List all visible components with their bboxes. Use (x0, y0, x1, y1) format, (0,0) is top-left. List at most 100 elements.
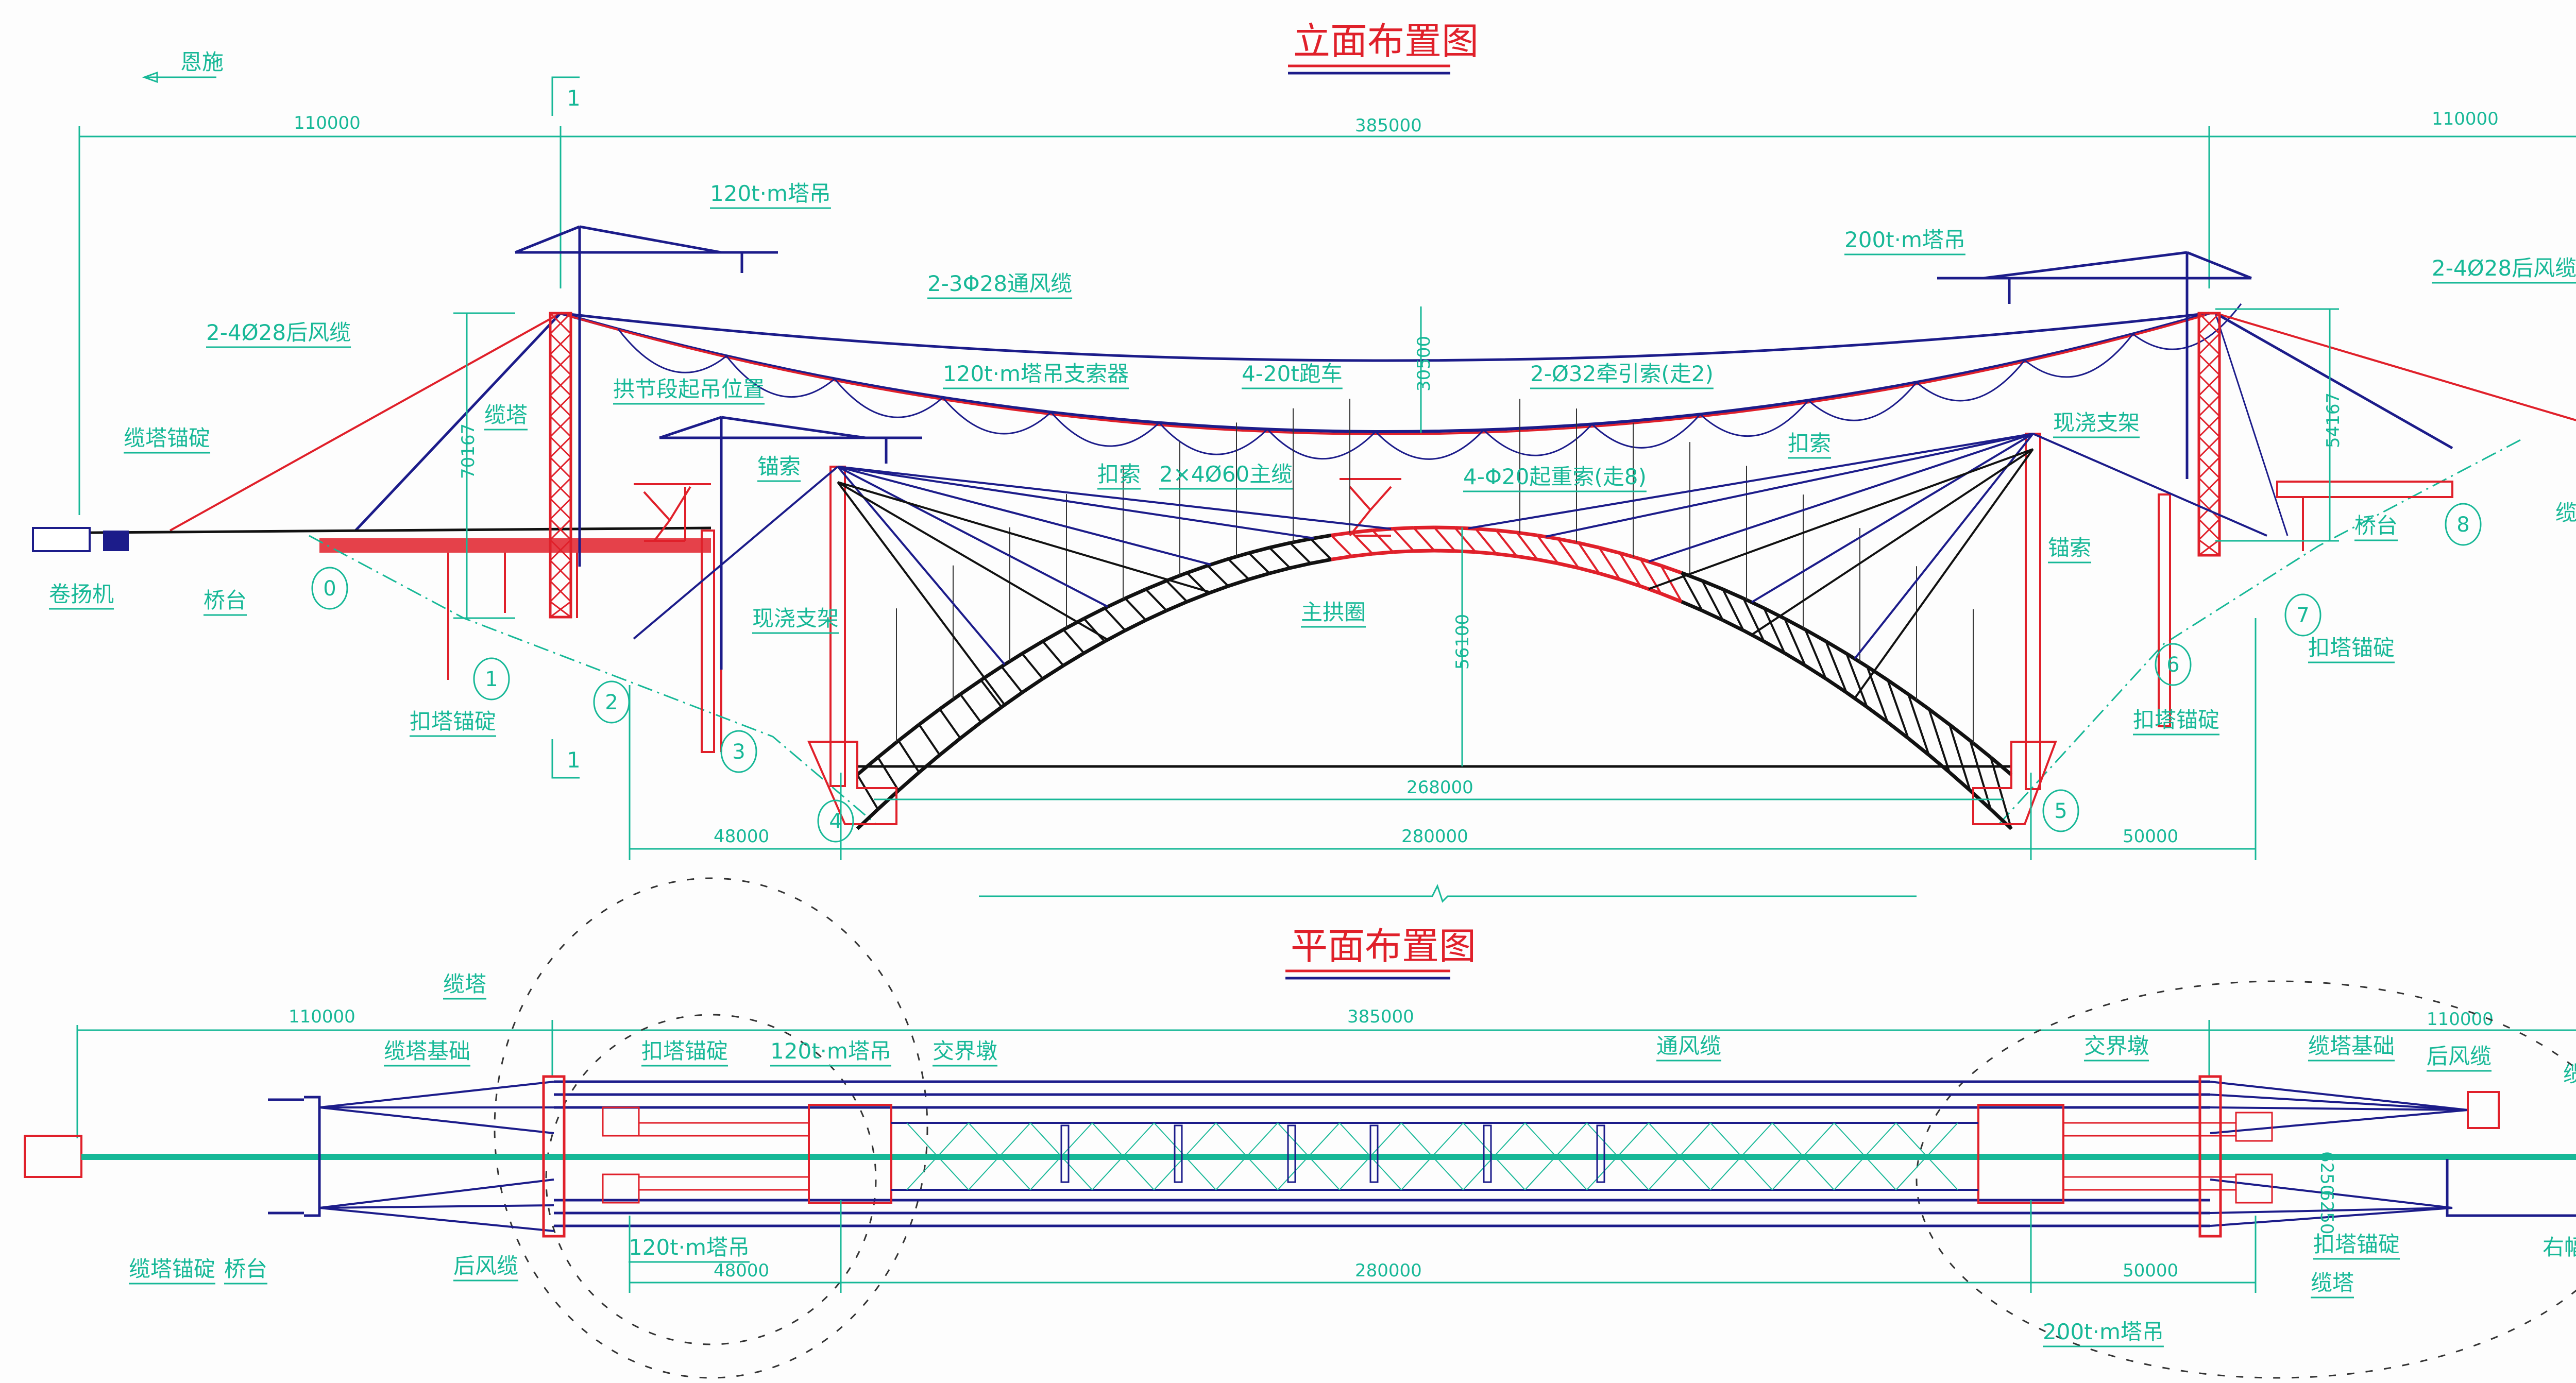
tower-lattice-brace (549, 580, 572, 603)
tower-anchorage-left (32, 527, 91, 552)
arch-truss-diagonal (1083, 618, 1106, 642)
pier-number-circle (720, 730, 757, 773)
arch-upper-chord-segment (1825, 640, 1848, 655)
label-trolley: 4-20t跑车 (1242, 361, 1343, 386)
plan-cross-beam (1369, 1124, 1379, 1183)
arch-lower-chord-segment (1062, 652, 1085, 668)
arch-truss-diagonal (1784, 618, 1806, 666)
arch-lower-chord-segment (1763, 640, 1786, 655)
plan-title: 平面布置图 (1291, 925, 1476, 968)
arch-lower-chord-segment (1475, 550, 1497, 556)
tieback-cable-lower (1854, 448, 2034, 699)
plan-label-transition-pier-left: 交界墩 (933, 1038, 997, 1064)
arch-lower-chord-segment (1083, 640, 1106, 655)
plan-back-stay-right (2210, 1207, 2453, 1214)
dim-side-right: 50000 (2123, 826, 2178, 847)
plan-dim-side-left: 48000 (714, 1260, 769, 1281)
tower-lattice-brace (2198, 477, 2221, 500)
plan-back-stay-left (319, 1179, 554, 1209)
plan-labels: 缆塔 缆塔基础 扣塔锚碇 120t·m塔吊 交界墩 通风缆 交界墩 缆塔基础 后… (129, 971, 2576, 1347)
arch-upper-chord-segment (1639, 557, 1662, 568)
arch-truss-diagonal (1207, 565, 1229, 587)
arch-upper-chord-segment (1186, 564, 1209, 575)
cable-saddle-scallop (1591, 414, 1701, 449)
label-tieback-anchor-left: 扣塔锚碇 (410, 709, 496, 734)
arch-truss-diagonal (1495, 530, 1518, 557)
arch-lower-chord-segment (856, 808, 879, 830)
tieback-cable (837, 466, 1314, 539)
main-arch (856, 399, 2013, 830)
ground-line-left (309, 535, 876, 825)
break-line (979, 884, 1917, 903)
arch-lower-chord-segment (1351, 552, 1373, 558)
top-dimension-line (78, 126, 2576, 515)
label-anchor-cable-right: 锚索 (2048, 535, 2091, 560)
arch-truss-diagonal (1001, 665, 1023, 693)
arch-truss-diagonal (1928, 709, 1951, 773)
pier-number-circle (2155, 643, 2192, 686)
plan-cross-beam (1483, 1124, 1492, 1183)
falsework-left (701, 530, 715, 753)
plan-label-back-stay-right: 后风缆 (2427, 1044, 2492, 1069)
tower-lattice-brace (2198, 498, 2221, 520)
arch-upper-chord-segment (1124, 587, 1147, 600)
plan-tieback-anchor-right-upper (2235, 1112, 2273, 1142)
arch-upper-chord-segment (938, 693, 962, 711)
plan-transition-pier-left (808, 1104, 892, 1204)
label-cable-saddle: 支索器 (1064, 361, 1129, 386)
arch-truss-diagonal (1598, 547, 1621, 580)
section-mark-top (551, 76, 580, 116)
plan-label-wind-cable: 通风缆 (1656, 1033, 1721, 1058)
tower-lattice-brace (2198, 312, 2221, 335)
dim-main-span: 385000 (1355, 115, 1422, 136)
back-stay-right (2214, 312, 2453, 450)
tieback-cable (1648, 433, 2033, 563)
arch-lower-chord-segment (1701, 609, 1724, 622)
arch-upper-chord-segment (1434, 525, 1455, 530)
pier-number-circle (593, 680, 630, 724)
arch-truss-diagonal (1433, 526, 1456, 552)
tieback-cable (1468, 433, 2033, 530)
back-stay-right-red (2215, 312, 2576, 421)
arch-lower-chord-segment (1599, 571, 1620, 582)
tower-lattice-brace (2198, 539, 2220, 556)
crane-radius-left-large (494, 877, 928, 1379)
arch-upper-chord-segment (1104, 596, 1126, 610)
arch-truss-diagonal (1557, 538, 1580, 569)
tower-lattice-brace (2198, 374, 2221, 397)
tieback-tower-right (2025, 433, 2041, 790)
label-tieback-right: 扣索 (1788, 431, 1831, 456)
dim-left-span: 110000 (294, 113, 361, 133)
arch-upper-chord-segment (897, 723, 921, 742)
plan-abutment-right (2446, 1159, 2576, 1217)
plan-bracing-diagonal (1524, 1122, 1587, 1190)
arch-upper-chord-segment (1001, 652, 1023, 668)
cable-tower-right (2197, 312, 2221, 557)
arch-upper-chord-segment (1681, 571, 1703, 583)
arch-truss-diagonal (1722, 589, 1744, 631)
falsework-right (2158, 493, 2171, 727)
arch-truss-diagonal (1619, 552, 1641, 587)
label-cable-tower-right-clipped: 缆塔 (2555, 500, 2576, 525)
arch-truss-diagonal (918, 724, 941, 756)
arch-truss-diagonal (1969, 740, 1992, 810)
arch-segment-lift-frame-mid (1340, 478, 1401, 537)
plan-transition-pier-right (1977, 1104, 2064, 1204)
arch-truss-diagonal (1165, 580, 1188, 603)
pier-number: 6 (2166, 653, 2179, 677)
label-abutment-left: 桥台 (204, 588, 247, 613)
crane-radius-left-small (545, 1014, 877, 1345)
arch-lower-chord-segment (1948, 771, 1972, 792)
arch-lower-chord-segment (1227, 577, 1250, 588)
arch-truss-diagonal (980, 679, 1003, 708)
main-cable (560, 312, 2210, 433)
tieback-cable-lower (837, 481, 1006, 706)
plan-view: 平面布置图 110000 385000 110000 48000 280000 … (24, 877, 2576, 1379)
arch-upper-chord-segment (1619, 551, 1641, 561)
tower-lattice-brace (2198, 518, 2221, 541)
arch-upper-chord-segment (1927, 707, 1951, 726)
plan-dim-right-span: 110000 (2427, 1009, 2494, 1030)
plan-bracing-diagonal (968, 1122, 1031, 1190)
arch-lower-chord-segment (1619, 577, 1641, 588)
arch-lower-chord-segment (1886, 721, 1910, 740)
